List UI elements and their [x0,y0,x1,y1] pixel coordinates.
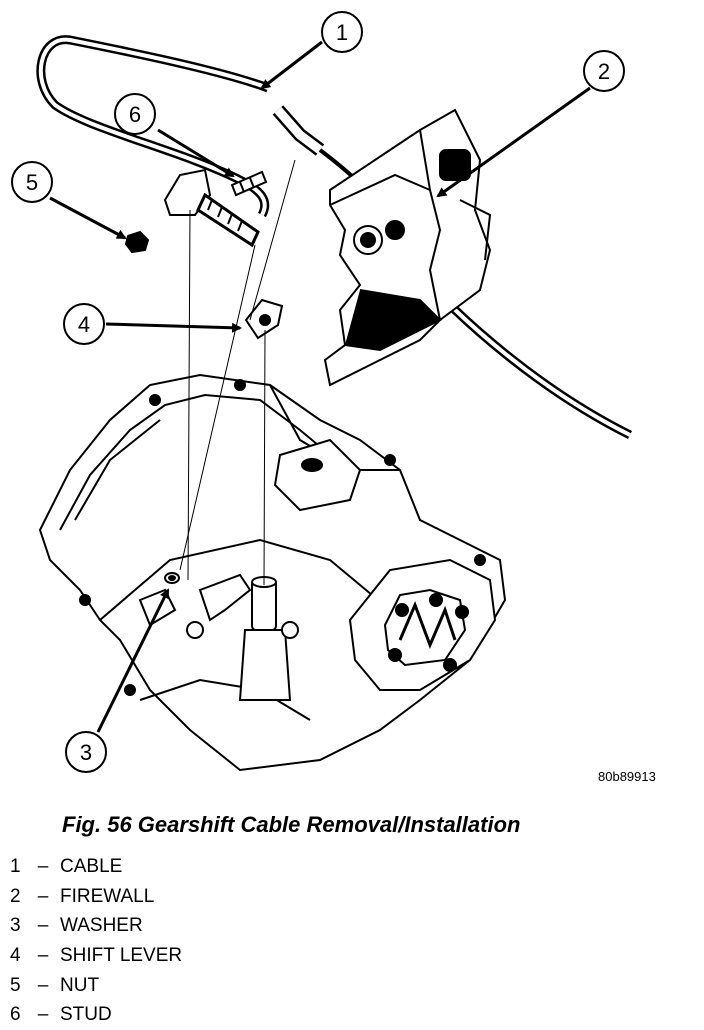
callout-2: 2 [583,50,625,92]
legend-dash: – [37,915,49,937]
callout-number: 6 [129,102,141,127]
legend-number: 5 [10,974,21,996]
leader-arrow-3 [96,588,170,733]
callout-1: 1 [321,11,363,53]
legend-dash: – [37,856,49,877]
legend-item: 3–WASHER [10,911,182,941]
callout-4: 4 [63,303,105,345]
legend-item: 6–STUD [10,1000,182,1030]
figure-id-code: 80b89913 [598,769,656,784]
callout-circle [114,93,156,135]
callout-number: 5 [26,170,38,195]
callout-number: 1 [336,20,348,45]
legend-number: 4 [10,945,21,967]
shift-cable-bracket-illustration [124,168,284,340]
callout-circle [583,50,625,92]
callout-number: 3 [80,740,92,765]
callout-3: 3 [65,731,107,773]
callout-circle [65,731,107,773]
callout-number: 2 [598,59,610,84]
leader-arrow-4 [105,322,242,333]
legend-label: WASHER [60,915,143,937]
legend-item: 5–NUT [10,971,182,1001]
legend-list: 1–CABLE 2–FIREWALL 3–WASHER 4–SHIFT LEVE… [10,852,182,1030]
legend-item: 1–CABLE [10,852,182,882]
legend-item: 4–SHIFT LEVER [10,941,182,971]
callout-6: 6 [114,93,156,135]
figure-caption: Fig. 56 Gearshift Cable Removal/Installa… [62,812,521,837]
legend-item: 2–FIREWALL [10,882,182,912]
legend-label: STUD [60,1004,112,1026]
legend-number: 2 [10,885,21,907]
callout-5: 5 [11,161,53,203]
callout-circle [63,303,105,345]
legend-number: 3 [10,915,21,937]
legend-label: SHIFT LEVER [60,945,183,967]
leader-arrow-2 [436,86,591,198]
legend-dash: – [37,945,49,967]
callout-circle [11,161,53,203]
leader-arrows [49,40,591,733]
gearshift-cable-diagram: 1 2 3 4 5 6 [11,11,633,773]
legend-number: 1 [10,856,21,877]
legend-dash: – [37,974,49,996]
legend-label: NUT [60,974,100,996]
legend-dash: – [37,1004,49,1026]
leader-arrow-5 [49,196,127,240]
legend-label: FIREWALL [60,885,155,907]
firewall-illustration [323,108,492,387]
legend-label: CABLE [60,856,123,877]
legend-dash: – [37,885,49,907]
legend-number: 6 [10,1004,21,1026]
alignment-lines [179,159,296,586]
callout-number: 4 [78,312,90,337]
leader-arrow-6 [157,128,235,178]
leader-arrow-1 [260,40,323,90]
callout-circle [321,11,363,53]
